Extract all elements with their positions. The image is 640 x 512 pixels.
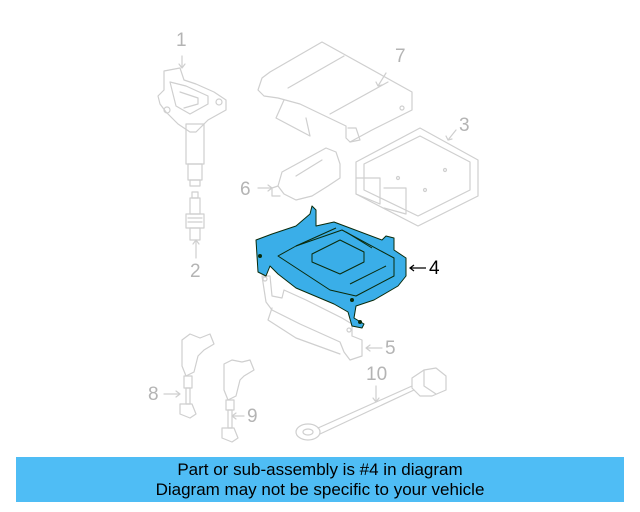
spark-plug-part[interactable] (185, 191, 205, 241)
relay-connector-part[interactable] (271, 147, 341, 201)
callout-2[interactable]: 2 (190, 261, 201, 282)
banner-line-disclaimer: Diagram may not be specific to your vehi… (155, 480, 485, 499)
banner-line-part-number: Part or sub-assembly is #4 in diagram (177, 460, 463, 479)
callout-10[interactable]: 10 (366, 364, 388, 385)
callout-7[interactable]: 7 (395, 46, 406, 67)
ignition-coil-part[interactable] (157, 67, 227, 187)
callout-1[interactable]: 1 (176, 30, 187, 51)
ecm-bracket-part-highlighted[interactable] (255, 205, 407, 329)
knock-sensor-part[interactable] (295, 367, 447, 441)
callout-4[interactable]: 4 (429, 258, 440, 279)
parts-diagram (157, 41, 479, 443)
lower-bracket-part[interactable] (261, 275, 363, 361)
callout-3[interactable]: 3 (459, 115, 470, 136)
sensor-right-part[interactable] (221, 359, 255, 443)
ecm-part[interactable] (355, 127, 479, 227)
callout-5[interactable]: 5 (385, 338, 396, 359)
sensor-left-part[interactable] (179, 333, 215, 419)
callout-9[interactable]: 9 (247, 406, 258, 427)
callout-8[interactable]: 8 (148, 384, 159, 405)
callout-6[interactable]: 6 (240, 179, 251, 200)
info-banner: Part or sub-assembly is #4 in diagram Di… (16, 457, 624, 502)
ecm-cover-part[interactable] (257, 41, 413, 143)
